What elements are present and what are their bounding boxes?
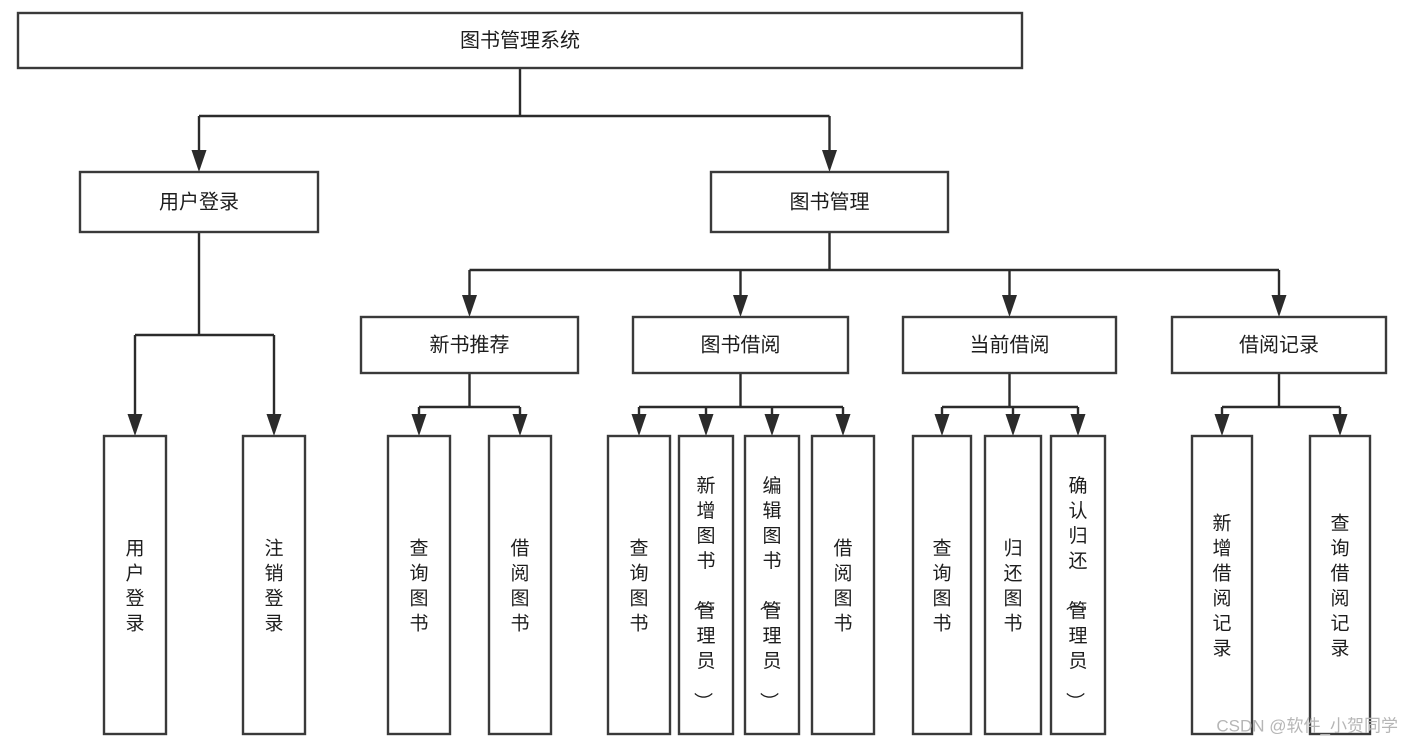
node-label-root: 图书管理系统 bbox=[460, 29, 580, 52]
node-box-leaf-user-login[interactable] bbox=[102, 434, 168, 736]
node-leaf-user-logout[interactable]: 注销登录 bbox=[241, 434, 307, 736]
arrow-head-new_book_rec bbox=[462, 295, 477, 317]
arrow-head-book_borrow bbox=[733, 295, 748, 317]
arrow-head-leaf_rec_query_book bbox=[411, 414, 427, 436]
node-box-leaf-rec-query-book[interactable] bbox=[386, 434, 452, 736]
arrow-head-leaf_user_logout bbox=[266, 414, 282, 436]
arrow-head-leaf_cur_return_book bbox=[1005, 414, 1021, 436]
node-label-leaf-rec-add-record: 新增借阅记录 bbox=[1212, 513, 1231, 660]
node-box-leaf-cur-confirm-return[interactable] bbox=[1049, 434, 1107, 736]
node-label-new-book-rec: 新书推荐 bbox=[430, 333, 510, 356]
node-root[interactable]: 图书管理系统 bbox=[16, 11, 1024, 70]
node-label-leaf-cur-confirm-return: 确认归还（管理员） bbox=[1063, 475, 1087, 711]
node-label-leaf-borrow-query-book: 查询图书 bbox=[629, 538, 648, 635]
arrow-head-leaf_cur_query_book bbox=[934, 414, 950, 436]
node-leaf-cur-return-book[interactable]: 归还图书 bbox=[983, 434, 1043, 736]
arrow-head-leaf_user_login bbox=[127, 414, 143, 436]
arrow-head-book_manage bbox=[822, 150, 837, 172]
node-box-root[interactable] bbox=[16, 11, 1024, 70]
node-book-manage[interactable]: 图书管理 bbox=[709, 170, 950, 234]
node-label-book-manage: 图书管理 bbox=[790, 190, 870, 213]
node-box-leaf-borrow-query-book[interactable] bbox=[606, 434, 672, 736]
arrow-head-leaf_borrow_query_book bbox=[631, 414, 647, 436]
node-leaf-rec-add-record[interactable]: 新增借阅记录 bbox=[1190, 434, 1254, 736]
node-box-book-borrow[interactable] bbox=[631, 315, 850, 375]
arrow-head-leaf_rec_add_record bbox=[1214, 414, 1230, 436]
node-label-leaf-user-logout: 注销登录 bbox=[264, 538, 283, 635]
arrow-head-leaf_cur_confirm_return bbox=[1070, 414, 1086, 436]
node-label-leaf-rec-query-record: 查询借阅记录 bbox=[1330, 513, 1349, 660]
node-label-current-borrow: 当前借阅 bbox=[970, 333, 1050, 356]
node-box-new-book-rec[interactable] bbox=[359, 315, 580, 375]
node-label-leaf-borrow-lend-book: 借阅图书 bbox=[833, 538, 852, 635]
node-label-book-borrow: 图书借阅 bbox=[701, 333, 781, 356]
node-label-leaf-cur-query-book: 查询图书 bbox=[932, 538, 951, 635]
node-leaf-borrow-query-book[interactable]: 查询图书 bbox=[606, 434, 672, 736]
arrow-head-current_borrow bbox=[1002, 295, 1017, 317]
csdn-watermark: CSDN @软件_小贺同学 bbox=[1216, 716, 1398, 735]
node-leaf-cur-query-book[interactable]: 查询图书 bbox=[911, 434, 973, 736]
node-box-book-manage[interactable] bbox=[709, 170, 950, 234]
node-box-leaf-rec-add-record[interactable] bbox=[1190, 434, 1254, 736]
node-box-leaf-cur-return-book[interactable] bbox=[983, 434, 1043, 736]
node-user-login[interactable]: 用户登录 bbox=[78, 170, 320, 234]
arrow-head-borrow_record bbox=[1271, 295, 1287, 317]
node-label-leaf-rec-query-book: 查询图书 bbox=[409, 538, 428, 635]
connector-layer bbox=[127, 68, 1348, 436]
node-label-leaf-borrow-edit-book: 编辑图书（管理员） bbox=[757, 475, 781, 711]
node-box-current-borrow[interactable] bbox=[901, 315, 1118, 375]
node-label-leaf-cur-return-book: 归还图书 bbox=[1003, 538, 1022, 635]
node-label-leaf-user-login: 用户登录 bbox=[125, 539, 144, 635]
node-book-borrow[interactable]: 图书借阅 bbox=[631, 315, 850, 375]
node-leaf-borrow-lend-book[interactable]: 借阅图书 bbox=[810, 434, 876, 736]
node-box-borrow-record[interactable] bbox=[1170, 315, 1388, 375]
arrow-head-leaf_rec_query_record bbox=[1332, 414, 1348, 436]
arrow-head-user_login bbox=[191, 150, 207, 172]
node-leaf-borrow-add-book[interactable]: 新增图书（管理员） bbox=[677, 434, 735, 736]
node-box-leaf-borrow-lend-book[interactable] bbox=[810, 434, 876, 736]
node-leaf-rec-borrow-book[interactable]: 借阅图书 bbox=[487, 434, 553, 736]
node-new-book-rec[interactable]: 新书推荐 bbox=[359, 315, 580, 375]
node-label-leaf-rec-borrow-book: 借阅图书 bbox=[510, 538, 529, 635]
node-box-leaf-cur-query-book[interactable] bbox=[911, 434, 973, 736]
node-leaf-cur-confirm-return[interactable]: 确认归还（管理员） bbox=[1049, 434, 1107, 736]
node-layer: 图书管理系统用户登录图书管理新书推荐图书借阅当前借阅借阅记录用户登录注销登录查询… bbox=[16, 11, 1388, 736]
arrow-head-leaf_borrow_add_book bbox=[698, 414, 714, 436]
node-box-leaf-borrow-edit-book[interactable] bbox=[743, 434, 801, 736]
node-label-user-login: 用户登录 bbox=[159, 190, 239, 213]
node-box-leaf-borrow-add-book[interactable] bbox=[677, 434, 735, 736]
node-box-leaf-user-logout[interactable] bbox=[241, 434, 307, 736]
node-leaf-rec-query-record[interactable]: 查询借阅记录 bbox=[1308, 434, 1372, 736]
node-leaf-rec-query-book[interactable]: 查询图书 bbox=[386, 434, 452, 736]
node-label-borrow-record: 借阅记录 bbox=[1239, 333, 1319, 356]
node-borrow-record[interactable]: 借阅记录 bbox=[1170, 315, 1388, 375]
node-box-user-login[interactable] bbox=[78, 170, 320, 234]
node-box-leaf-rec-borrow-book[interactable] bbox=[487, 434, 553, 736]
arrow-head-leaf_borrow_edit_book bbox=[764, 414, 780, 436]
node-leaf-borrow-edit-book[interactable]: 编辑图书（管理员） bbox=[743, 434, 801, 736]
node-label-leaf-borrow-add-book: 新增图书（管理员） bbox=[691, 475, 715, 711]
node-current-borrow[interactable]: 当前借阅 bbox=[901, 315, 1118, 375]
node-box-leaf-rec-query-record[interactable] bbox=[1308, 434, 1372, 736]
arrow-head-leaf_borrow_lend_book bbox=[835, 414, 851, 436]
node-leaf-user-login[interactable]: 用户登录 bbox=[102, 434, 168, 736]
arrow-head-leaf_rec_borrow_book bbox=[512, 414, 528, 436]
